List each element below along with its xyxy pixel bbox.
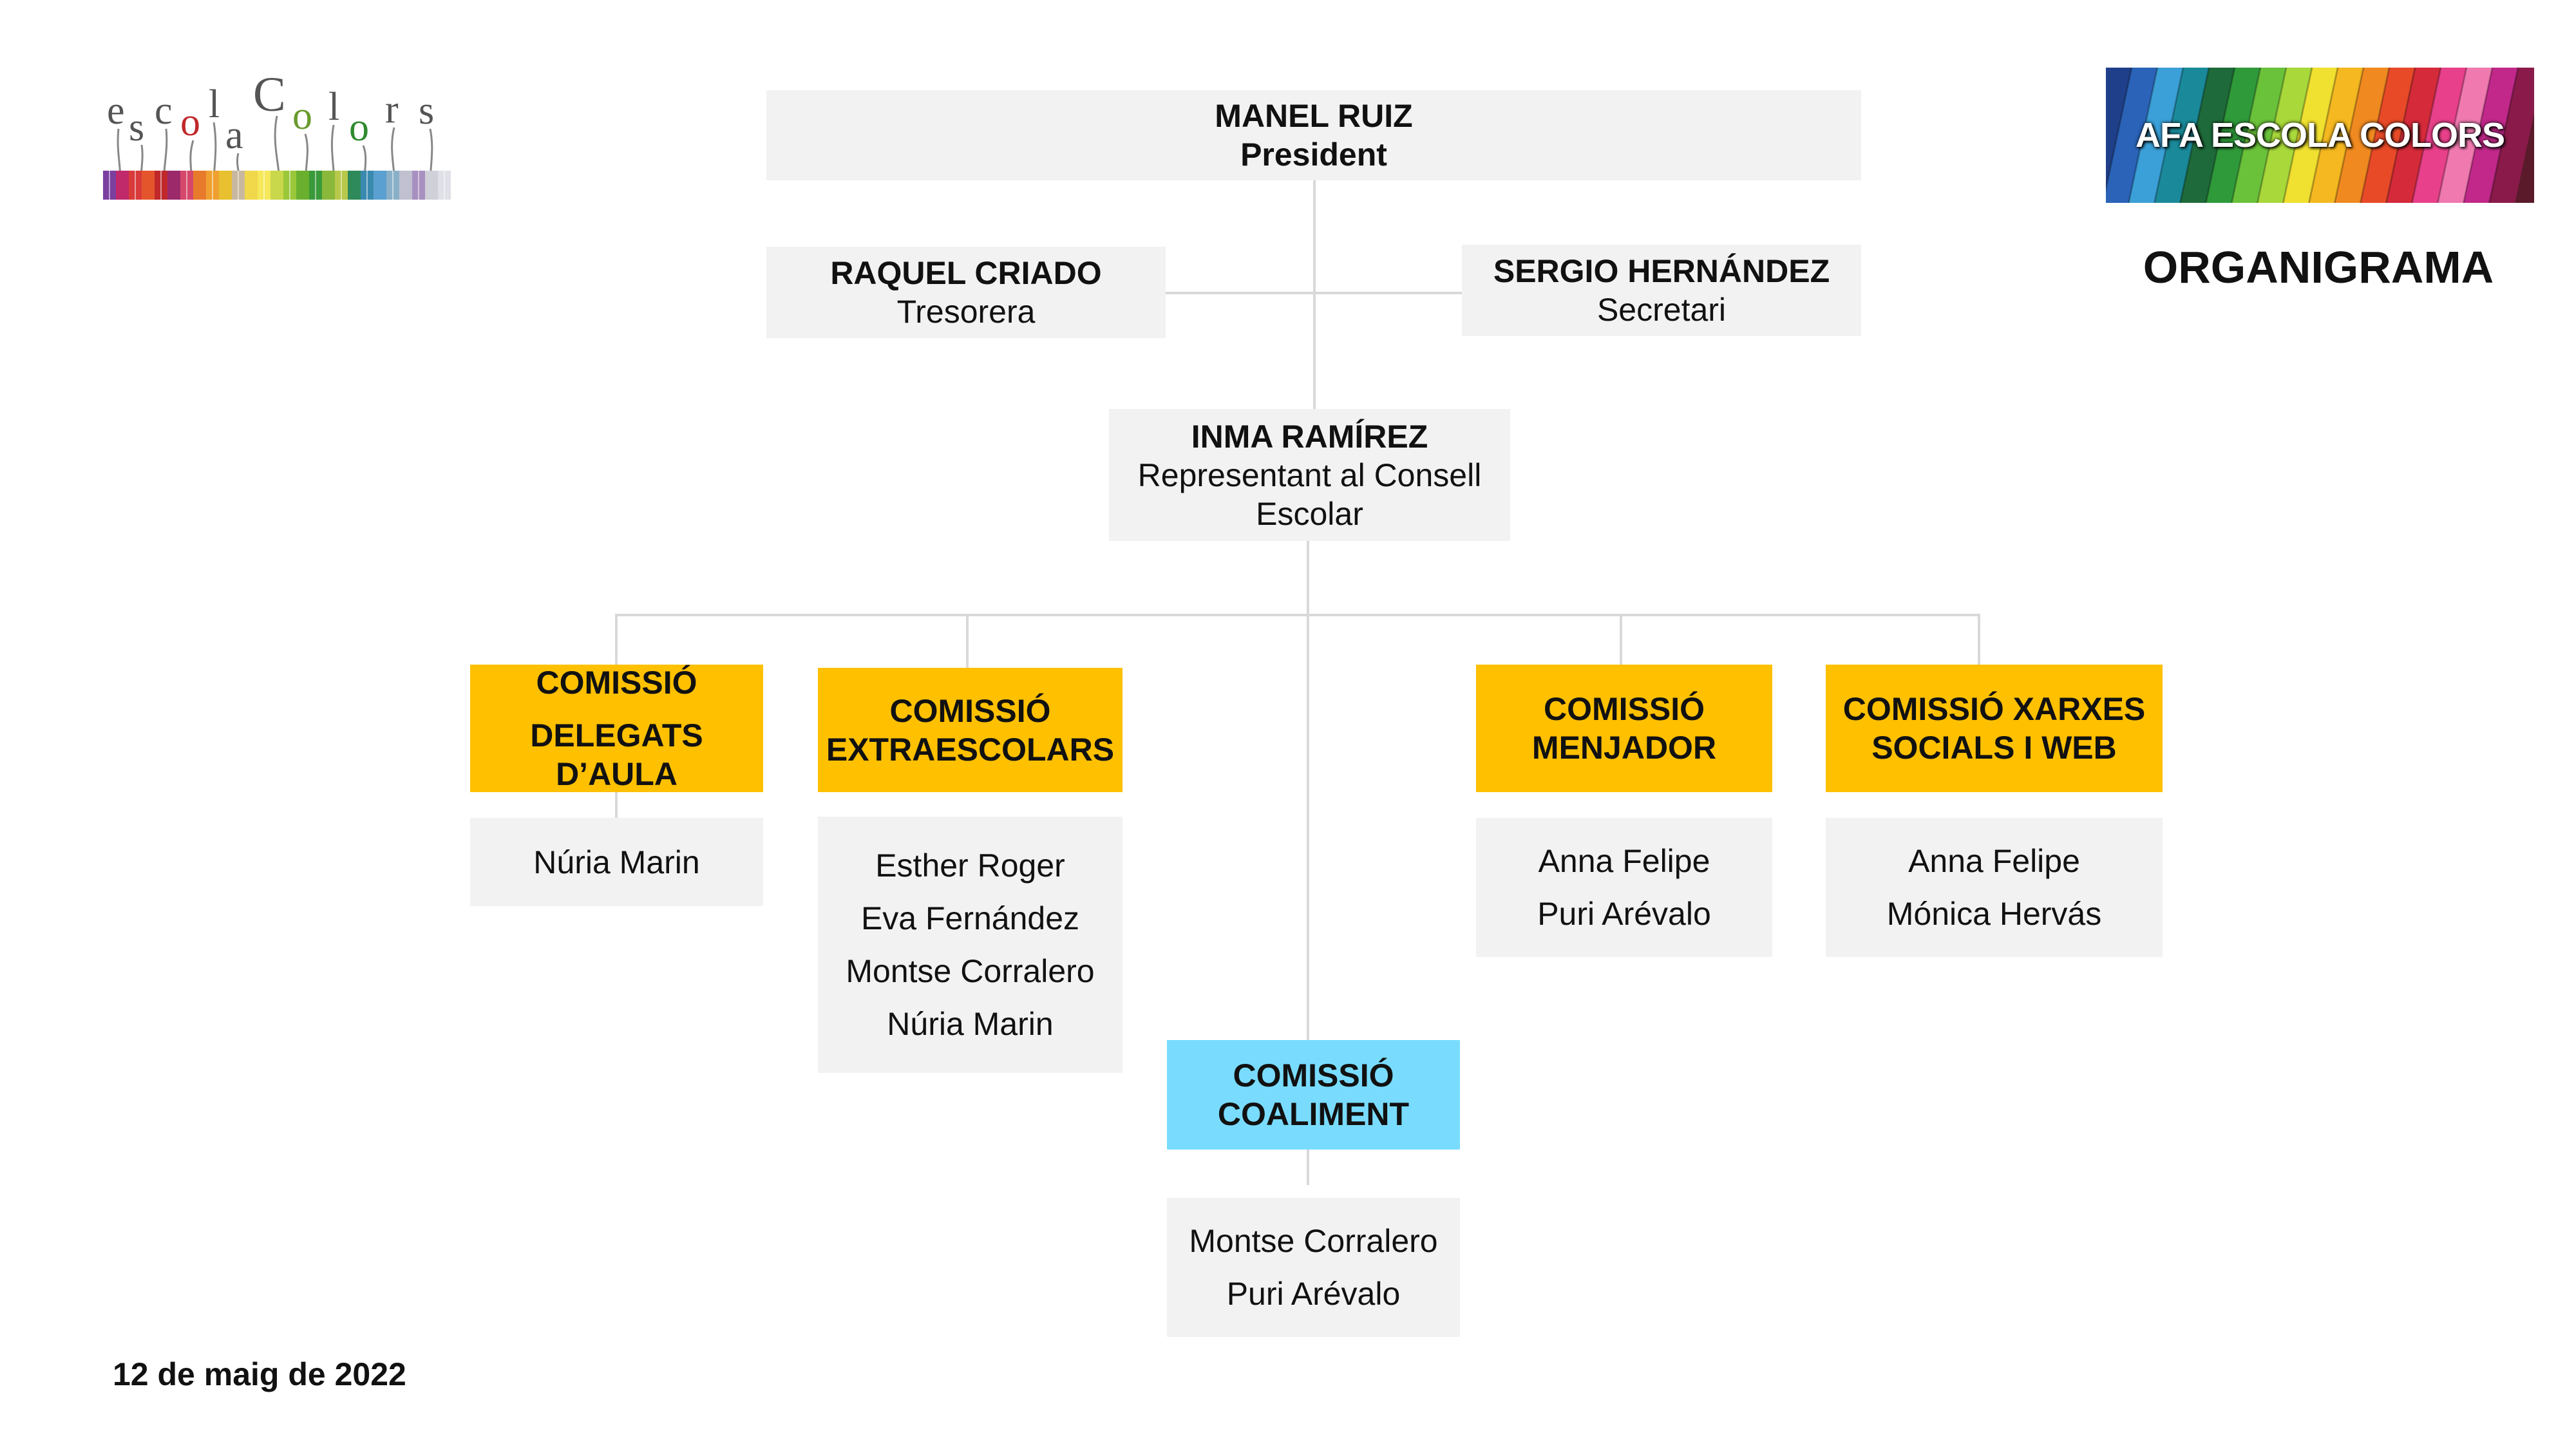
node-council-rep: INMA RAMÍREZ Representant al Consell Esc… (1109, 409, 1510, 541)
connector-member-1 (615, 786, 618, 818)
svg-text:o: o (180, 100, 200, 144)
connector-rep-down (1307, 541, 1309, 1185)
escola-colors-logo: e s c o l a C o l o r s (97, 64, 457, 206)
committee-title-line2: SOCIALS I WEB (1871, 730, 2117, 766)
committee-title-line2: EXTRAESCOLARS (826, 731, 1115, 768)
president-role: President (1240, 137, 1387, 173)
svg-text:a: a (225, 113, 243, 157)
svg-text:r: r (385, 88, 399, 131)
connector-drop-2 (966, 614, 969, 691)
node-secretary: SERGIO HERNÁNDEZ Secretari (1462, 245, 1861, 336)
committee-coaliment-members: Montse Corralero Puri Arévalo (1167, 1198, 1460, 1337)
committee-title-line1: COMISSIÓ (889, 692, 1051, 729)
committee-title-line1: COMISSIÓ (1233, 1057, 1394, 1094)
council-rep-name: INMA RAMÍREZ (1191, 418, 1428, 455)
svg-text:c: c (155, 89, 173, 133)
committee-extraescolars-members: Esther Roger Eva Fernández Montse Corral… (818, 817, 1122, 1073)
member: Mónica Hervás (1886, 896, 2102, 932)
afa-banner-text: AFA ESCOLA COLORS (2135, 116, 2505, 155)
committee-coaliment: COMISSIÓ COALIMENT (1167, 1040, 1460, 1150)
member: Anna Felipe (1538, 843, 1710, 879)
page-title: ORGANIGRAMA (2143, 242, 2494, 292)
member: Núria Marin (533, 844, 700, 880)
node-president: MANEL RUIZ President (766, 90, 1861, 180)
committee-extraescolars: COMISSIÓ EXTRAESCOLARS (818, 668, 1122, 792)
member: Anna Felipe (1908, 843, 2080, 879)
committee-delegats-aula: COMISSIÓ DELEGATS D’AULA (470, 665, 763, 792)
council-rep-role: Representant al Consell Escolar (1137, 457, 1482, 532)
committee-title-line1: COMISSIÓ (536, 665, 697, 701)
svg-text:C: C (253, 68, 286, 122)
committee-title-line1: COMISSIÓ (1543, 691, 1705, 727)
connector-officers (1166, 292, 1462, 294)
committee-title-line2: COALIMENT (1217, 1096, 1410, 1132)
svg-text:o: o (292, 94, 312, 138)
date-label: 12 de maig de 2022 (113, 1356, 406, 1392)
treasurer-name: RAQUEL CRIADO (830, 255, 1102, 291)
afa-escola-colors-banner: AFA ESCOLA COLORS (2106, 68, 2534, 203)
member: Montse Corralero (846, 953, 1095, 989)
member: Montse Corralero (1189, 1223, 1438, 1259)
committee-xarxes-socials-web-members: Anna Felipe Mónica Hervás (1826, 818, 2163, 957)
committee-xarxes-socials-web: COMISSIÓ XARXES SOCIALS I WEB (1826, 665, 2163, 792)
committee-menjador-members: Anna Felipe Puri Arévalo (1476, 818, 1772, 957)
secretary-role: Secretari (1596, 292, 1727, 328)
committee-delegats-aula-members: Núria Marin (470, 818, 763, 906)
secretary-name: SERGIO HERNÁNDEZ (1493, 253, 1830, 289)
member: Esther Roger (875, 848, 1065, 884)
svg-text:l: l (328, 85, 339, 129)
node-treasurer: RAQUEL CRIADO Tresorera (766, 247, 1166, 338)
connector-president-down (1313, 180, 1316, 412)
member: Puri Arévalo (1226, 1276, 1401, 1312)
svg-text:l: l (209, 82, 220, 126)
committee-title-line2: MENJADOR (1531, 730, 1717, 766)
connector-committees-bus (615, 614, 1980, 616)
member: Puri Arévalo (1537, 896, 1711, 932)
connector-drop-4 (1620, 614, 1622, 691)
member: Eva Fernández (860, 900, 1080, 936)
connector-drop-5 (1978, 614, 1980, 691)
svg-text:s: s (129, 106, 144, 149)
committee-menjador: COMISSIÓ MENJADOR (1476, 665, 1772, 792)
svg-text:e: e (107, 89, 125, 133)
president-name: MANEL RUIZ (1215, 98, 1413, 134)
treasurer-role: Tresorera (896, 294, 1036, 330)
member: Núria Marin (887, 1006, 1054, 1042)
svg-text:o: o (349, 106, 369, 149)
connector-drop-1 (615, 614, 618, 691)
committee-title-line1: COMISSIÓ XARXES (1842, 691, 2146, 727)
committee-title-line2: DELEGATS D’AULA (530, 717, 703, 792)
svg-text:s: s (419, 89, 434, 133)
